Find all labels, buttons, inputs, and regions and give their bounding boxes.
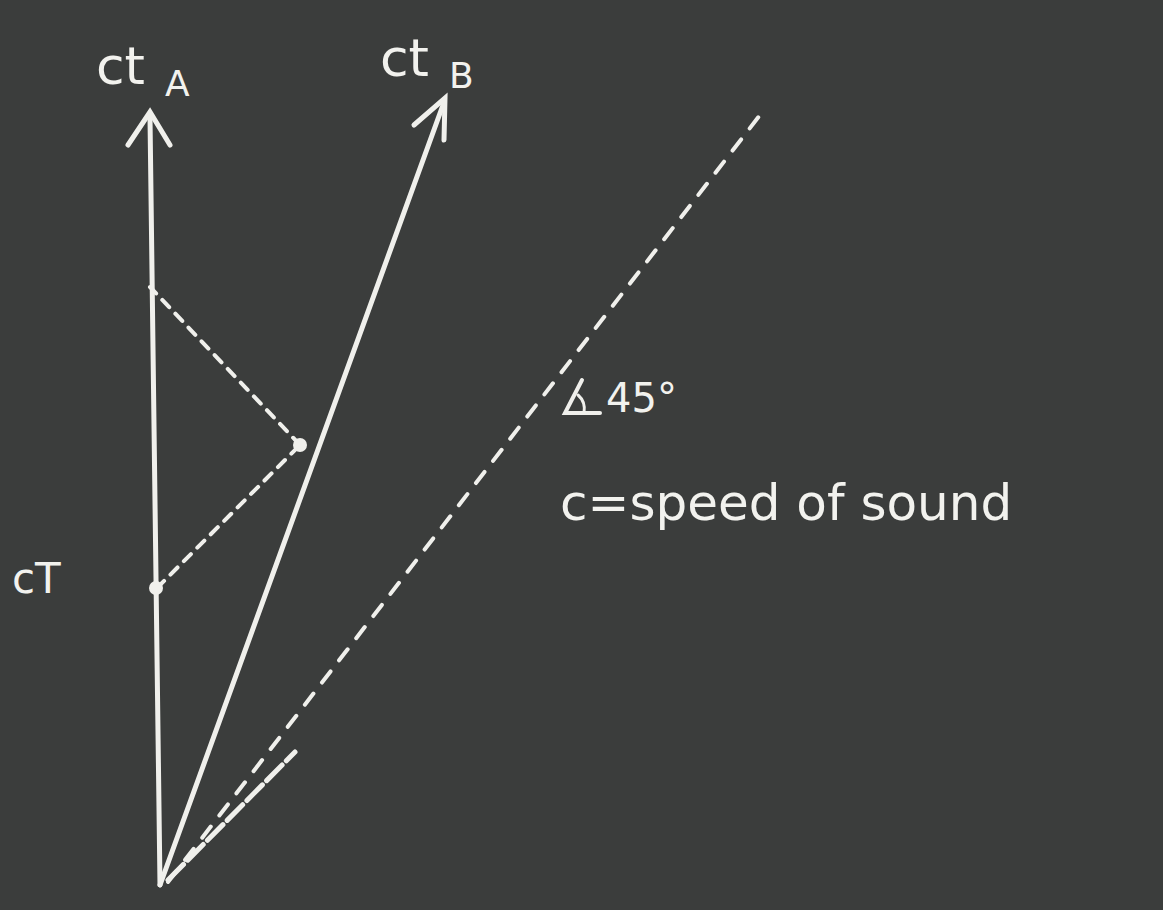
event-label: cT <box>12 558 61 600</box>
axis-subscript: A <box>165 66 190 102</box>
axis-label: ct <box>96 40 145 92</box>
axis-arrowhead <box>128 112 170 145</box>
event-dot <box>149 581 163 595</box>
ct-b-axis <box>160 105 443 885</box>
angle-symbol <box>578 395 584 413</box>
ct-a-axis <box>150 118 160 885</box>
angle-symbol <box>565 380 600 413</box>
note: c=speed of sound <box>560 478 1012 528</box>
sound-segment <box>168 752 295 880</box>
axis-label: ct <box>380 32 429 84</box>
signal-back <box>150 287 300 445</box>
signal-out <box>157 445 300 588</box>
axis-subscript: B <box>449 58 474 94</box>
axis-arrowhead <box>414 98 445 140</box>
event-dot <box>293 438 307 452</box>
angle-label: 45° <box>606 378 677 418</box>
